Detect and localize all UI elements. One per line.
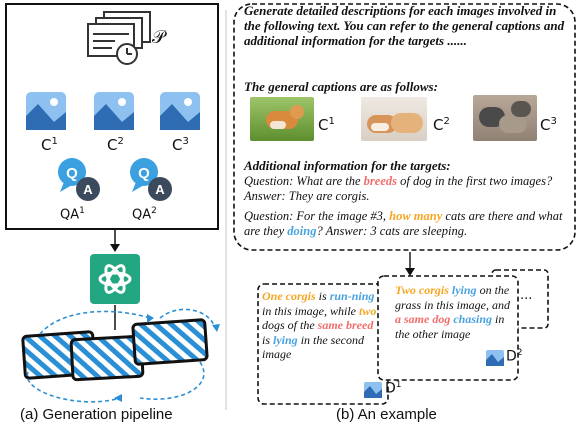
hatched-box-2 (69, 334, 145, 382)
hatched-box-3 (131, 318, 209, 366)
caption-a: (a) Generation pipeline (20, 406, 173, 423)
label-d1: D1 (385, 380, 402, 397)
qa-icon-2: Q A (130, 158, 172, 201)
image-icon-c2 (94, 92, 134, 130)
image-icon-c3 (160, 92, 200, 130)
prompt-intro: Generate detailed descriptions for each … (244, 3, 565, 48)
pipeline-drawing: Q A Q A (5, 3, 227, 410)
svg-text:Q: Q (66, 165, 78, 182)
chatgpt-logo-icon (90, 254, 140, 304)
qa-icon-1: Q A (58, 158, 100, 201)
corgi-running-photo (250, 97, 314, 141)
label-c3: C3 (172, 136, 189, 154)
caption-b: (b) An example (336, 406, 437, 423)
svg-text:A: A (83, 182, 93, 197)
description-d2: Two corgis lying on the grass in this im… (395, 283, 511, 341)
label-qa1: QA1 (60, 206, 85, 223)
qa-text-2: Question: For the image #3, how many cat… (244, 209, 563, 238)
document-stack-icon (87, 11, 151, 65)
example-drawing (233, 3, 576, 405)
photo-label-c3: C3 (540, 116, 557, 134)
image-icon-d2 (486, 350, 504, 366)
svg-text:Q: Q (138, 165, 150, 182)
more-ellipsis: ... (520, 288, 533, 303)
cats-sleeping-photo (473, 95, 537, 141)
label-c2: C2 (107, 136, 124, 154)
label-c1: C1 (41, 136, 58, 154)
generation-pipeline-panel: Q A Q A (0, 0, 227, 432)
svg-text:A: A (155, 182, 165, 197)
image-icon-d1 (364, 382, 382, 398)
image-icon-c1 (26, 92, 66, 130)
photo-label-c2: C2 (433, 116, 450, 134)
example-panel: Generate detailed descriptions for each … (230, 0, 581, 432)
qa-text-1: Question: What are the breeds of dog in … (244, 174, 553, 203)
captions-header: The general captions are as follows: (244, 79, 438, 94)
two-corgis-lying-photo (361, 97, 427, 141)
paper-label: 𝒫 (152, 27, 165, 48)
label-qa2: QA2 (132, 206, 157, 223)
description-d1: One corgis is run-ning in this image, wh… (262, 289, 377, 361)
additional-header: Additional information for the targets: (244, 158, 451, 173)
photo-label-c1: C1 (318, 116, 335, 134)
label-d2: D2 (506, 348, 523, 365)
